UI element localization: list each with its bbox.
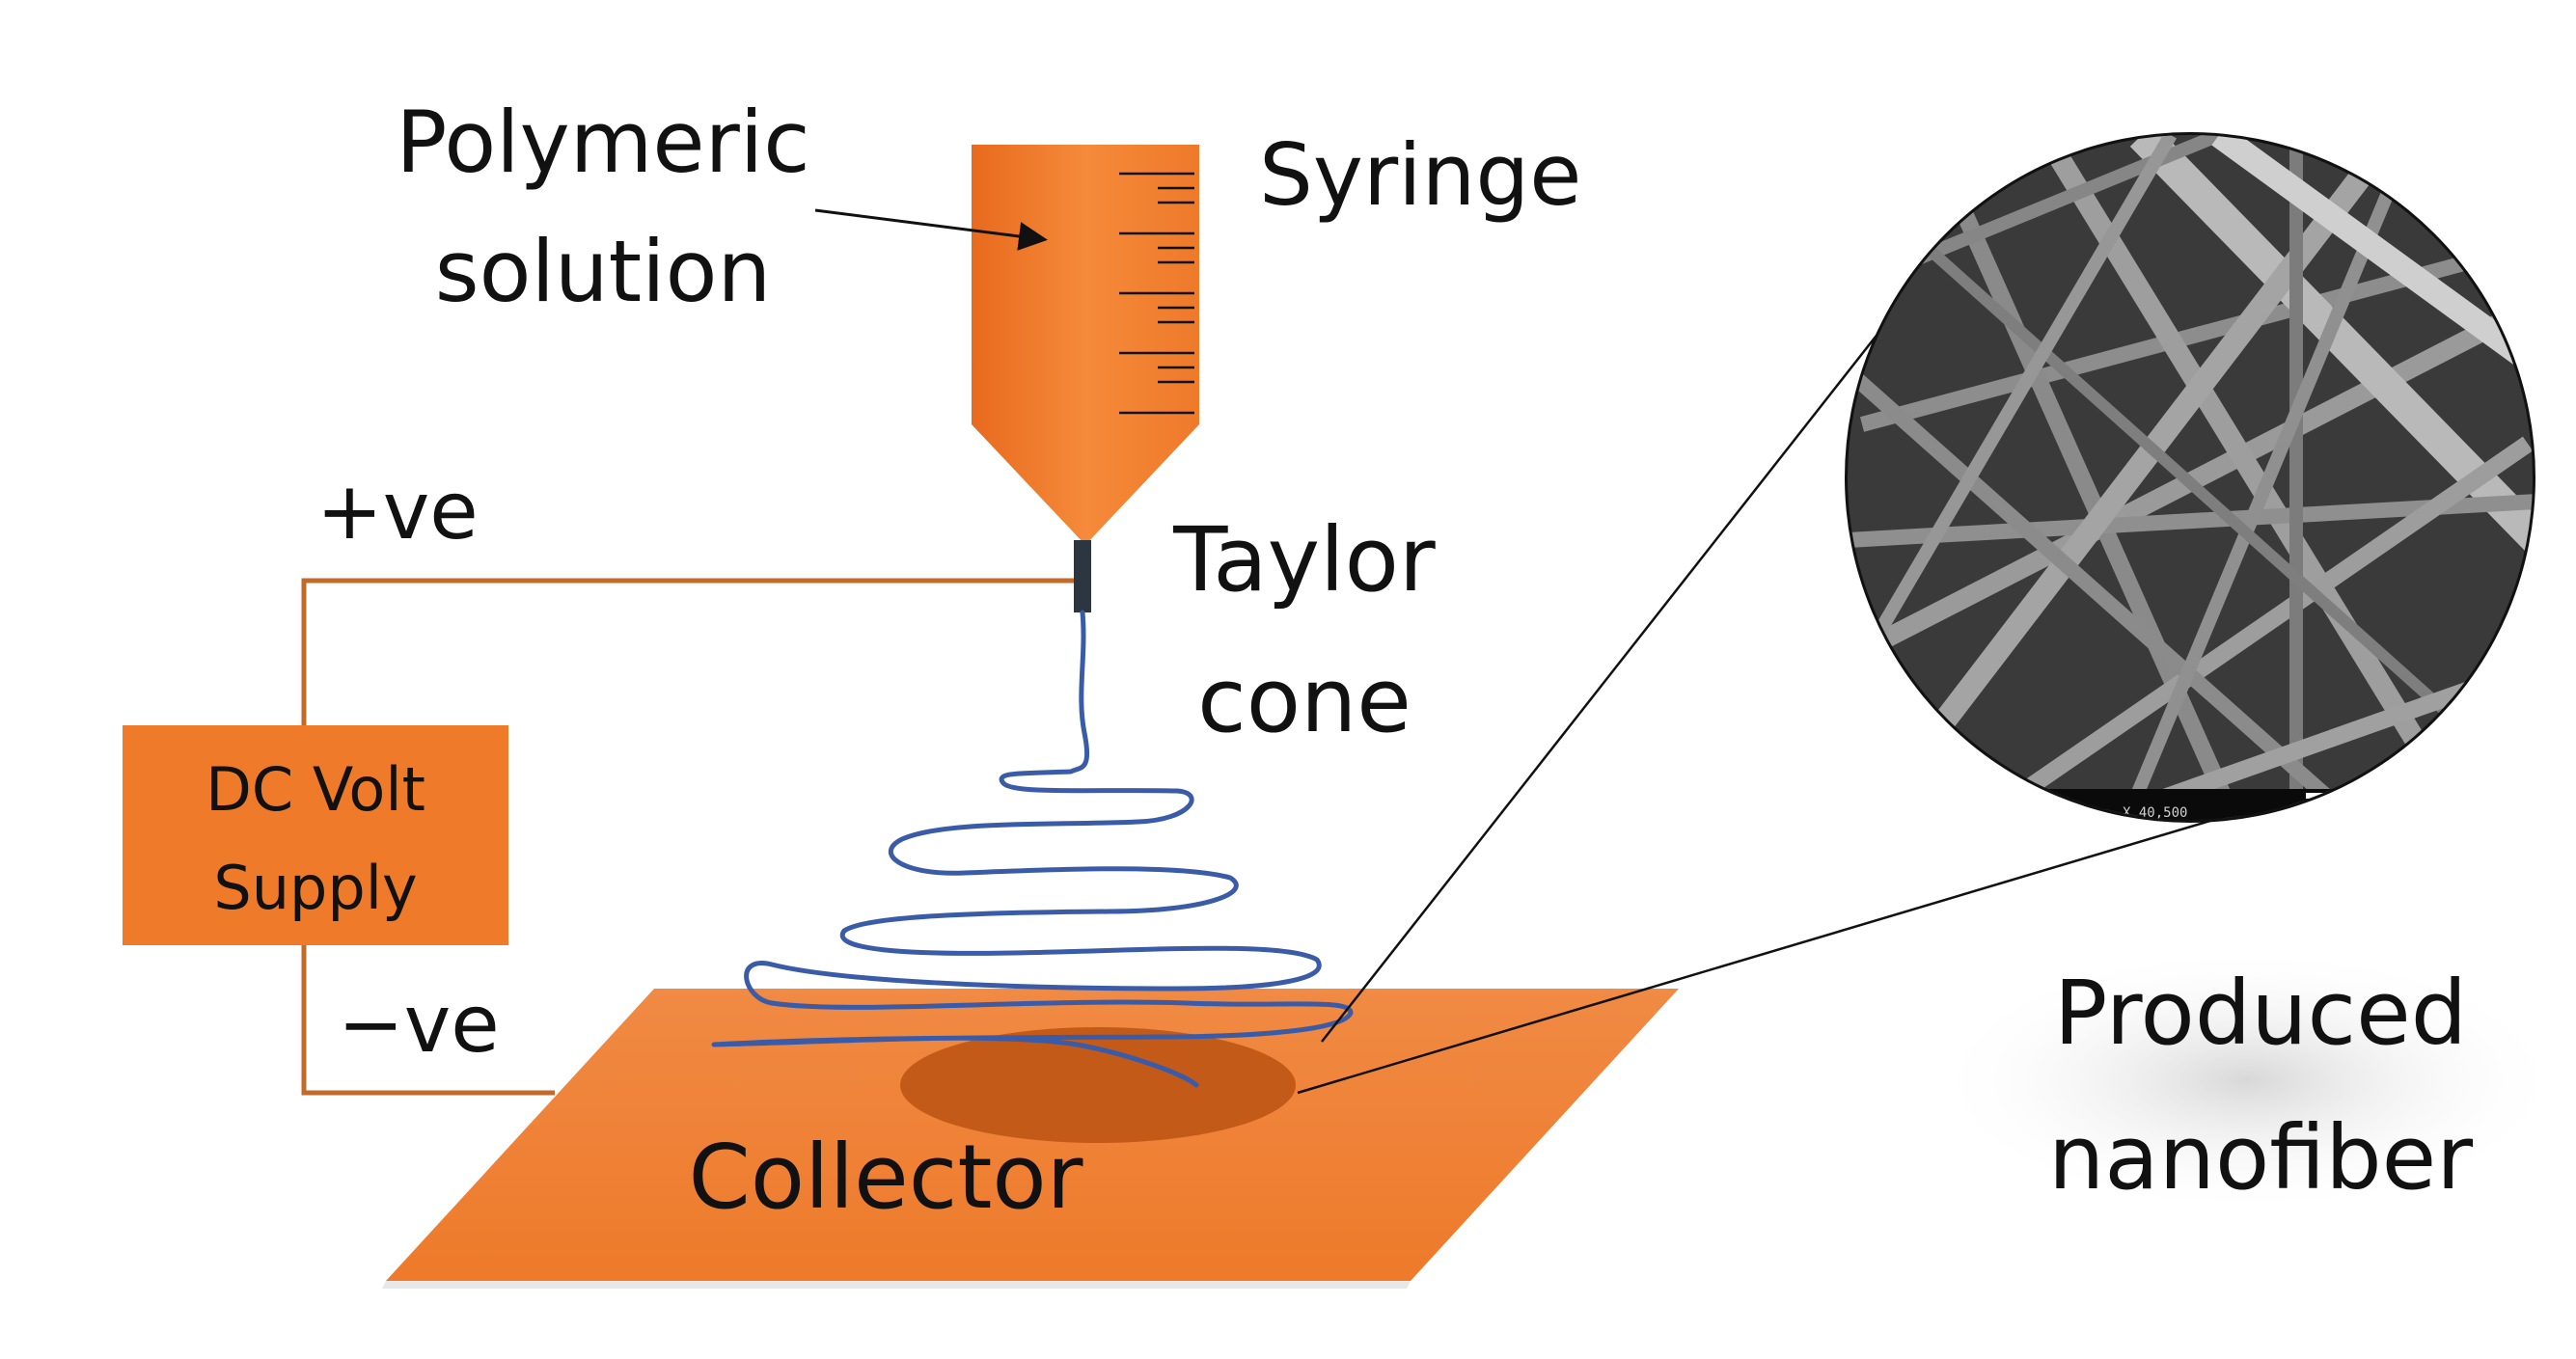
- supply-label-line1: DC Volt: [206, 754, 425, 825]
- syringe-icon: [972, 145, 1199, 612]
- label-shadow: [1930, 945, 2566, 1215]
- wiring: [301, 578, 1077, 1096]
- positive-wire: [301, 578, 1077, 725]
- produced-label-line2: nanofiber: [2048, 1106, 2473, 1210]
- collector-label: Collector: [688, 1126, 1082, 1229]
- dc-volt-supply: DC Volt Supply: [123, 725, 508, 945]
- supply-label-line2: Supply: [213, 853, 417, 923]
- negative-wire: [301, 945, 555, 1096]
- collector-plate: [382, 989, 1679, 1289]
- polymeric-label-line1: Polymeric: [396, 93, 809, 192]
- produced-label-line1: Produced: [2054, 962, 2467, 1065]
- syringe-scale: [1119, 172, 1194, 415]
- syringe-label: Syringe: [1259, 125, 1581, 225]
- taylor-label-line2: cone: [1197, 649, 1411, 752]
- zoom-lines: [1297, 322, 2312, 1095]
- needle: [1074, 540, 1091, 612]
- polymeric-label-line2: solution: [435, 222, 771, 321]
- taylor-label-line1: Taylor: [1172, 508, 1436, 612]
- negative-label: −ve: [338, 979, 500, 1071]
- arrow-icon: [814, 208, 1048, 251]
- fiber-jet: [711, 610, 1354, 1088]
- positive-label: +ve: [316, 466, 479, 557]
- sem-inset-icon: X 40,500: [1845, 132, 2535, 823]
- fiber-deposit: [900, 1027, 1296, 1143]
